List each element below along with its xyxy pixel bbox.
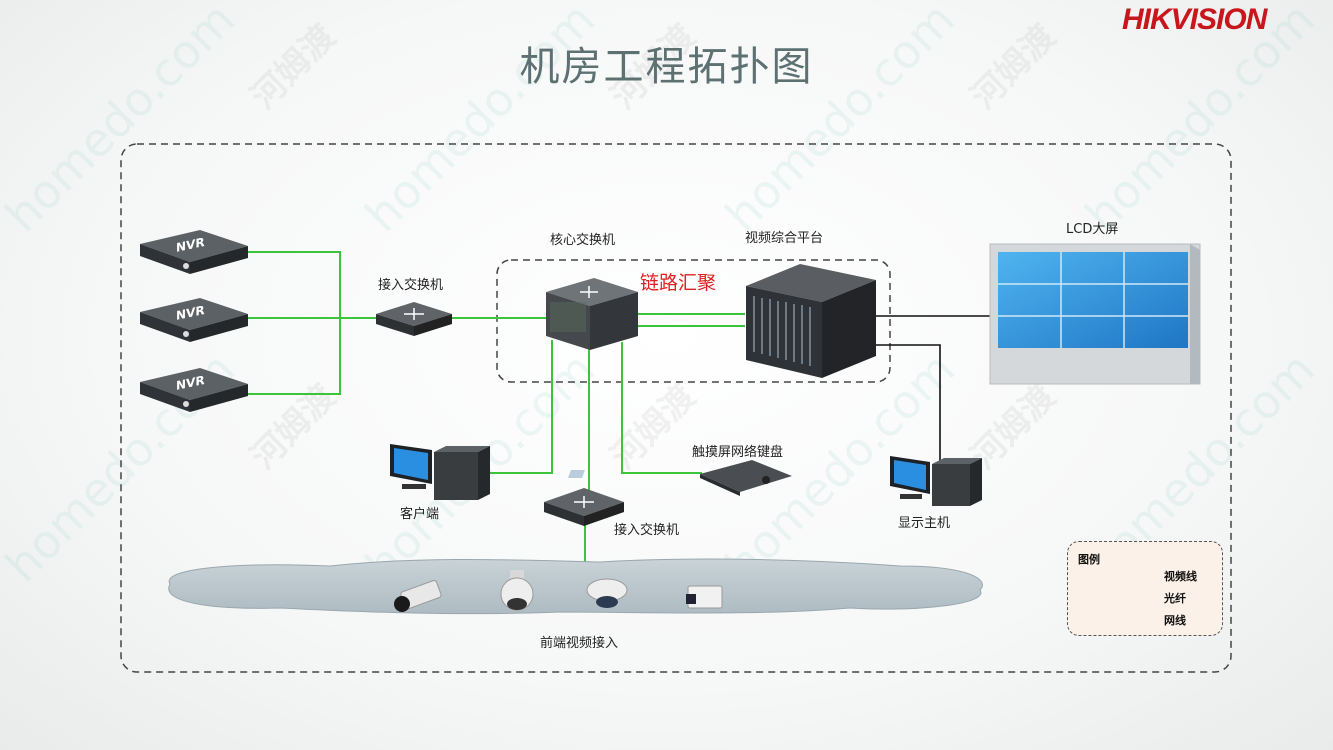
access-switch-bottom-label: 接入交换机	[614, 523, 680, 538]
nvr-device-1	[140, 230, 248, 274]
front-end-label: 前端视频接入	[540, 636, 619, 651]
display-host-label: 显示主机	[898, 516, 951, 531]
touch-keyboard	[568, 460, 792, 496]
front-end-cloud	[168, 558, 983, 615]
legend-item-network-line: 网线	[1164, 614, 1186, 627]
client-label: 客户端	[400, 507, 440, 522]
display-host-computer	[890, 456, 982, 506]
core-switch	[546, 278, 638, 350]
network-lines	[248, 251, 745, 562]
lcd-screen-label: LCD大屏	[1066, 222, 1119, 237]
video-platform-label: 视频综合平台	[745, 231, 824, 246]
link-aggregation-label: 链路汇聚	[640, 272, 717, 294]
video-lines	[874, 315, 996, 462]
access-switch-bottom	[544, 488, 624, 526]
nvr-device-2	[140, 298, 248, 342]
nvr-device-3	[140, 368, 248, 412]
speed-dome-camera	[500, 570, 534, 611]
core-switch-label: 核心交换机	[550, 233, 616, 248]
box-camera	[686, 585, 723, 609]
access-switch-top-label: 接入交换机	[378, 278, 444, 293]
bullet-camera	[394, 580, 442, 612]
outer-boundary	[120, 143, 1232, 673]
lcd-video-wall	[989, 243, 1201, 385]
page-title: 机房工程拓扑图	[519, 44, 814, 90]
aggregation-zone	[496, 259, 891, 383]
access-switch-top	[376, 302, 452, 336]
touch-keyboard-label: 触摸屏网络键盘	[692, 445, 784, 460]
hikvision-logo: HIKVISION	[1122, 3, 1267, 36]
client-computer	[390, 444, 490, 500]
video-platform	[746, 264, 876, 378]
legend-box: 图例 视频线 光纤 网线	[1067, 541, 1223, 636]
dome-camera	[586, 578, 628, 608]
legend-item-video-line: 视频线	[1164, 570, 1197, 583]
legend-title: 图例	[1078, 553, 1100, 566]
legend-item-fiber: 光纤	[1164, 592, 1186, 605]
